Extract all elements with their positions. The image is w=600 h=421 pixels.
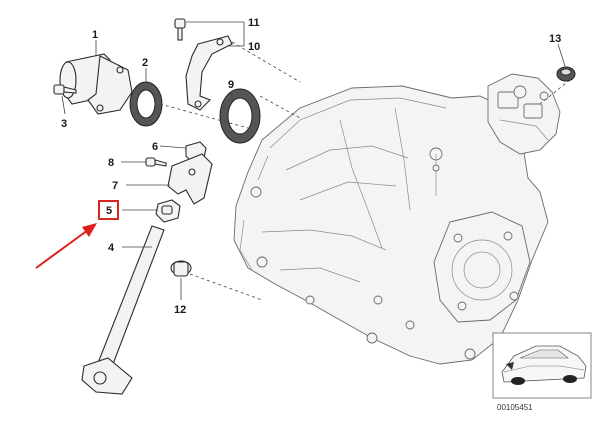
part-4-shift-rod <box>81 225 165 395</box>
callout-8: 8 <box>108 157 114 169</box>
part-1-guide-sleeve <box>59 53 133 115</box>
gearbox-housing <box>233 73 561 365</box>
part-5-bushing <box>155 199 181 223</box>
part-13-plug <box>556 66 576 82</box>
car-icon <box>501 345 587 385</box>
part-10-bracket <box>185 35 233 111</box>
inset-reference-number: 00105451 <box>497 403 533 412</box>
part-2-shaft-seal <box>129 81 163 127</box>
part-3-bolt <box>53 84 77 95</box>
highlight-box <box>98 200 119 220</box>
car-inset: 00105451 <box>492 332 592 412</box>
callout-13: 13 <box>549 33 561 45</box>
highlight-annotation <box>35 200 119 269</box>
callout-2: 2 <box>142 57 148 69</box>
leader-lines <box>61 21 571 301</box>
part-12-drain-plug <box>170 260 192 277</box>
callout-11: 11 <box>248 17 260 29</box>
callout-10: 10 <box>248 41 260 53</box>
highlight-arrow-shaft <box>35 229 89 269</box>
callout-3: 3 <box>61 118 67 130</box>
part-7-holder-bracket <box>167 153 213 205</box>
callout-5: 5 <box>106 205 112 217</box>
part-9-large-seal <box>219 88 261 144</box>
callout-12: 12 <box>174 304 186 316</box>
callout-9: 9 <box>228 79 234 91</box>
part-8-bolt <box>145 157 167 167</box>
callout-6: 6 <box>152 141 158 153</box>
part-11-bolt <box>174 18 186 41</box>
callout-4: 4 <box>108 242 115 254</box>
highlight-arrow-head <box>82 223 97 237</box>
callout-7: 7 <box>112 180 118 192</box>
callout-1: 1 <box>92 29 98 41</box>
callout-labels: 1 2 3 4 5 6 7 8 9 10 11 12 13 <box>61 17 561 316</box>
